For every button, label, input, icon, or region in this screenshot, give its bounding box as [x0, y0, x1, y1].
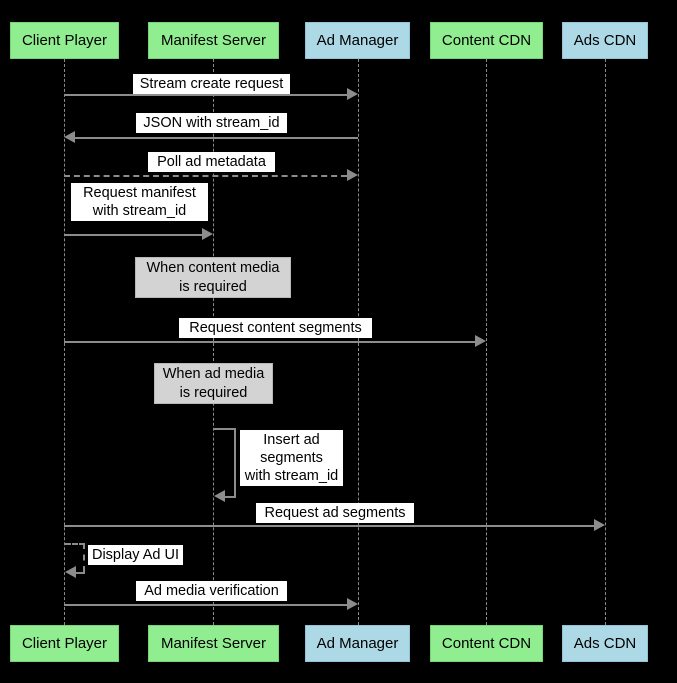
lifeline-content-cdn [486, 59, 487, 625]
self-loop-side-display-ad-ui [83, 543, 85, 572]
message-label-stream-create-request: Stream create request [133, 74, 290, 94]
message-label-request-content-segments: Request content segments [179, 318, 372, 338]
arrowhead-request-manifest [202, 228, 213, 240]
message-line-json-with-stream-id [75, 137, 358, 139]
message-label-insert-ad-segments: Insert ad segments with stream_id [240, 430, 343, 486]
actor-label-manifest-server: Manifest Server [160, 32, 267, 49]
lifeline-ads-cdn [605, 59, 606, 625]
self-loop-bottom-insert-ad-segments [225, 496, 236, 498]
actor-footer-client-player[interactable]: Client Player [10, 625, 119, 662]
actor-header-client-player[interactable]: Client Player [10, 22, 119, 59]
actor-label-ads-cdn: Ads CDN [573, 32, 637, 49]
actor-footer-label-ad-manager: Ad Manager [316, 635, 399, 652]
message-line-request-ad-segments [64, 525, 594, 527]
actor-footer-label-content-cdn: Content CDN [441, 635, 532, 652]
message-line-poll-ad-metadata [64, 175, 347, 177]
arrowhead-display-ad-ui [65, 566, 76, 578]
arrowhead-poll-ad-metadata [347, 169, 358, 181]
actor-footer-ads-cdn[interactable]: Ads CDN [562, 625, 648, 662]
actor-footer-ad-manager[interactable]: Ad Manager [305, 625, 410, 662]
arrowhead-request-ad-segments [594, 519, 605, 531]
actor-footer-label-manifest-server: Manifest Server [160, 635, 267, 652]
actor-footer-manifest-server[interactable]: Manifest Server [148, 625, 279, 662]
actor-header-ad-manager[interactable]: Ad Manager [305, 22, 410, 59]
self-loop-bottom-display-ad-ui [76, 572, 85, 574]
self-loop-top-display-ad-ui [65, 543, 85, 545]
actor-header-ads-cdn[interactable]: Ads CDN [562, 22, 648, 59]
arrowhead-request-content-segments [475, 335, 486, 347]
message-line-ad-media-verification [64, 604, 347, 606]
actor-header-content-cdn[interactable]: Content CDN [430, 22, 543, 59]
message-label-poll-ad-metadata: Poll ad metadata [148, 152, 275, 172]
message-line-request-content-segments [64, 341, 475, 343]
actor-header-manifest-server[interactable]: Manifest Server [148, 22, 279, 59]
actor-footer-content-cdn[interactable]: Content CDN [430, 625, 543, 662]
note-when-content-media-is-required: When content media is required [135, 257, 291, 298]
actor-footer-label-ads-cdn: Ads CDN [573, 635, 637, 652]
actor-label-content-cdn: Content CDN [441, 32, 532, 49]
message-label-request-manifest: Request manifest with stream_id [71, 183, 208, 221]
actor-label-ad-manager: Ad Manager [316, 32, 399, 49]
message-label-request-ad-segments: Request ad segments [256, 503, 414, 523]
self-loop-side-insert-ad-segments [234, 428, 236, 496]
message-label-display-ad-ui: Display Ad UI [88, 545, 183, 565]
message-label-ad-media-verification: Ad media verification [136, 581, 287, 601]
note-when-ad-media-is-required: When ad media is required [154, 363, 273, 404]
arrowhead-insert-ad-segments [214, 490, 225, 502]
arrowhead-stream-create-request [347, 88, 358, 100]
actor-footer-label-client-player: Client Player [21, 635, 108, 652]
actor-label-client-player: Client Player [21, 32, 108, 49]
message-line-request-manifest [64, 234, 202, 236]
message-label-json-with-stream-id: JSON with stream_id [136, 113, 287, 133]
arrowhead-ad-media-verification [347, 598, 358, 610]
self-loop-top-insert-ad-segments [214, 428, 236, 430]
message-line-stream-create-request [64, 94, 347, 96]
arrowhead-json-with-stream-id [64, 131, 75, 143]
